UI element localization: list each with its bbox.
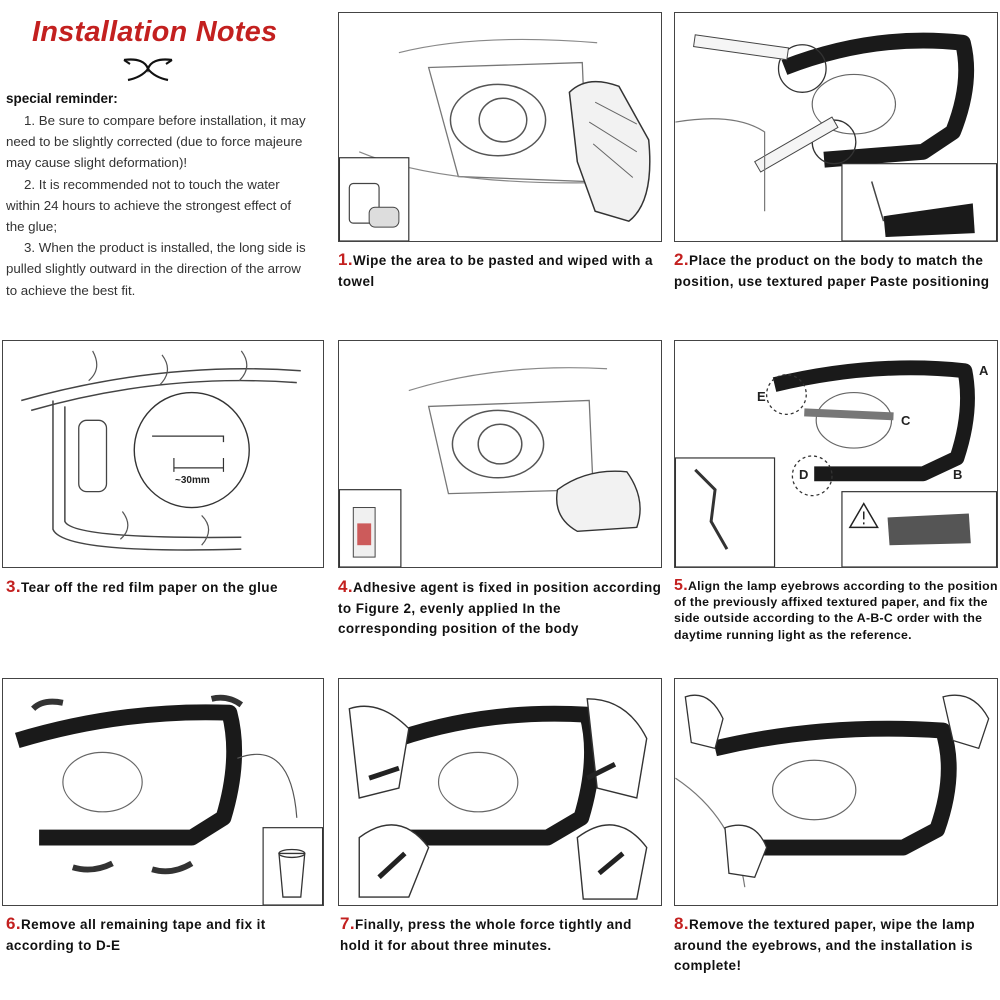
- reminder-item: 3. When the product is installed, the lo…: [6, 240, 306, 298]
- label-b: B: [953, 467, 963, 482]
- step-5-figure: A B C D E: [674, 340, 998, 568]
- reminder-heading: special reminder:: [6, 91, 118, 106]
- step-6-figure: [2, 678, 324, 906]
- step-number: 4.: [338, 577, 353, 596]
- step-text: Tear off the red film paper on the glue: [20, 580, 278, 595]
- step-3-caption: 3.Tear off the red film paper on the glu…: [6, 577, 324, 599]
- step-6-caption: 6.Remove all remaining tape and fix it a…: [6, 914, 324, 956]
- step-text: Align the lamp eyebrows according to the…: [674, 579, 998, 642]
- label-a: A: [979, 363, 989, 378]
- step-2-caption: 2.Place the product on the body to match…: [674, 250, 998, 292]
- brand-logo-icon: [123, 58, 173, 82]
- step-text: Wipe the area to be pasted and wiped wit…: [338, 253, 653, 289]
- step-1-figure: [338, 12, 662, 242]
- reminder-list: 1. Be sure to compare before installatio…: [6, 110, 310, 301]
- page-title: Installation Notes: [32, 16, 278, 48]
- step-1-caption: 1.Wipe the area to be pasted and wiped w…: [338, 250, 662, 292]
- step-2-figure: [674, 12, 998, 242]
- step-4-figure: [338, 340, 662, 568]
- step-8-figure: [674, 678, 998, 906]
- reminder-item: 1. Be sure to compare before installatio…: [6, 113, 306, 171]
- step-number: 8.: [674, 914, 689, 933]
- step-text: Remove the textured paper, wipe the lamp…: [674, 917, 976, 973]
- step-number: 7.: [340, 914, 355, 933]
- step-number: 5.: [674, 577, 688, 594]
- label-d: D: [799, 467, 809, 482]
- measure-label: ~30mm: [175, 475, 210, 486]
- step-number: 2.: [674, 250, 689, 269]
- step-5-caption: 5.Align the lamp eyebrows according to t…: [674, 577, 998, 643]
- step-7-figure: [338, 678, 662, 906]
- step-text: Finally, press the whole force tightly a…: [340, 917, 632, 953]
- label-e: E: [757, 389, 766, 404]
- step-7-caption: 7.Finally, press the whole force tightly…: [340, 914, 664, 956]
- step-text: Adhesive agent is fixed in position acco…: [338, 580, 662, 636]
- step-text: Place the product on the body to match t…: [674, 253, 990, 289]
- reminder-item: 2. It is recommended not to touch the wa…: [6, 176, 292, 235]
- step-4-caption: 4.Adhesive agent is fixed in position ac…: [338, 577, 662, 640]
- step-number: 3.: [6, 577, 21, 596]
- step-text: Remove all remaining tape and fix it acc…: [6, 917, 266, 953]
- step-8-caption: 8.Remove the textured paper, wipe the la…: [674, 914, 994, 977]
- step-number: 1.: [338, 250, 353, 269]
- step-number: 6.: [6, 914, 21, 933]
- step-3-figure: ~30mm: [2, 340, 324, 568]
- label-c: C: [901, 413, 911, 428]
